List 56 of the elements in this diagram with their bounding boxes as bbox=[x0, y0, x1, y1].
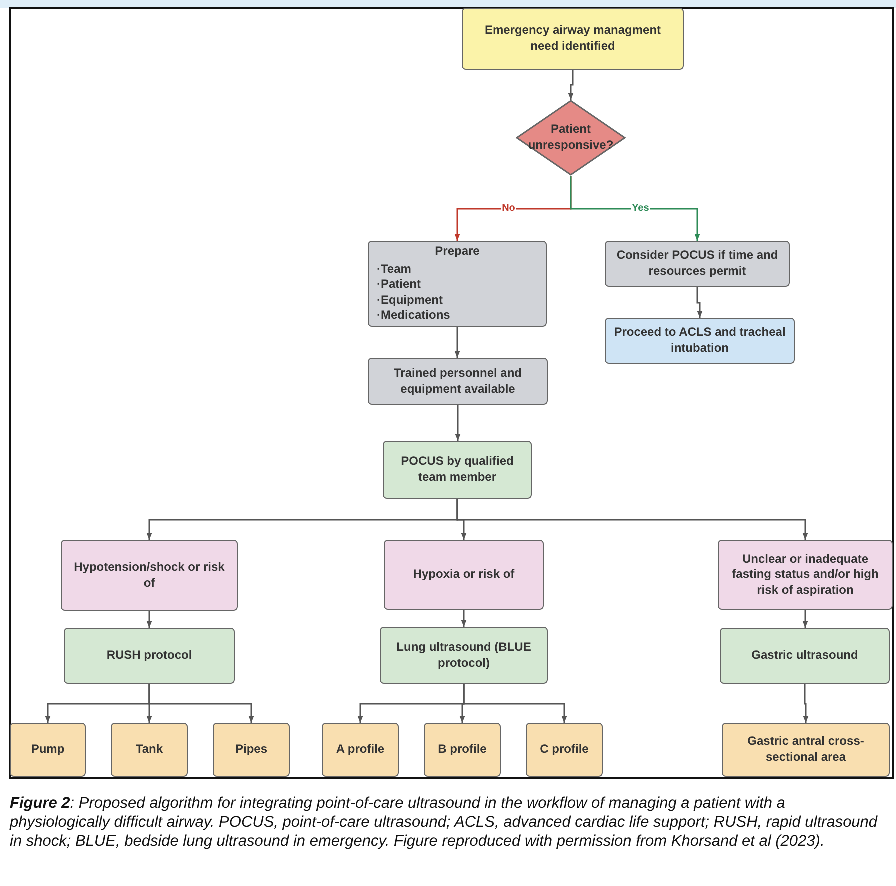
result-box bbox=[722, 723, 890, 777]
arrow bbox=[570, 176, 700, 241]
arrow bbox=[463, 684, 568, 723]
list-item: ·Team bbox=[377, 262, 412, 278]
box-label: POCUS by qualified team member bbox=[400, 454, 515, 486]
condition-box bbox=[718, 540, 893, 610]
process-box bbox=[368, 358, 548, 405]
arrow bbox=[456, 499, 808, 540]
arrow bbox=[803, 684, 809, 723]
figure-caption: Figure 2: Proposed algorithm for integrating point-of-care ultrasound in the workflow of managing a patient with a physiologically difficult airway. POCUS, point-of-care ultrasound; ACLS, advanced cardiac life support; RUSH, rapid ultrasound in shock; BLUE, bedside lung ultrasound in emergency. Figure reproduced with permission from Khorsand et al (2023). bbox=[10, 794, 879, 851]
process-box bbox=[380, 627, 548, 684]
process-box bbox=[720, 628, 890, 684]
process-box bbox=[368, 241, 547, 327]
box-label: Hypotension/shock or risk of bbox=[73, 560, 226, 592]
arrow bbox=[696, 287, 703, 318]
outcome-box bbox=[605, 318, 795, 364]
box-label: Trained personnel and equipment available bbox=[392, 366, 524, 398]
result-box bbox=[322, 723, 399, 777]
arrow bbox=[455, 405, 461, 441]
arrow bbox=[454, 327, 460, 358]
result-box bbox=[424, 723, 501, 777]
start-box bbox=[462, 8, 684, 70]
result-box bbox=[526, 723, 603, 777]
result-box bbox=[10, 723, 86, 777]
box-label: RUSH protocol bbox=[106, 648, 192, 664]
list-item: ·Patient bbox=[377, 277, 422, 293]
box-label: Emergency airway managment need identified bbox=[484, 23, 662, 55]
box-label: Proceed to ACLS and tracheal intubation bbox=[614, 325, 786, 357]
box-label: A profile bbox=[336, 742, 385, 758]
box-label: B profile bbox=[438, 742, 487, 758]
process-box bbox=[64, 628, 235, 684]
box-label: Patient unresponsive? bbox=[528, 122, 614, 154]
box-label: C profile bbox=[540, 742, 589, 758]
box-label: Gastric antral cross-sectional area bbox=[746, 734, 866, 766]
box-label: Consider POCUS if time and resources permit bbox=[616, 248, 780, 280]
box-label: Gastric ultrasound bbox=[752, 648, 858, 664]
result-box bbox=[213, 723, 290, 777]
box-label: Pipes bbox=[235, 742, 268, 758]
box-label: Lung ultrasound (BLUE protocol) bbox=[396, 640, 532, 672]
process-box bbox=[383, 441, 532, 499]
condition-box bbox=[61, 540, 238, 611]
box-label: Hypoxia or risk of bbox=[413, 567, 515, 583]
arrow bbox=[148, 684, 254, 723]
arrow bbox=[802, 610, 808, 628]
condition-box bbox=[384, 540, 544, 610]
arrow bbox=[146, 611, 152, 628]
box-label: Tank bbox=[136, 742, 164, 758]
box-label: Pump bbox=[31, 742, 65, 758]
result-box bbox=[111, 723, 188, 777]
list-item: ·Medications bbox=[377, 308, 452, 324]
process-box bbox=[605, 241, 790, 287]
arrow bbox=[568, 70, 574, 100]
box-label: Unclear or inadequate fasting status and/or high risk of aspiration bbox=[731, 552, 880, 598]
arrow bbox=[461, 610, 467, 627]
box-heading: Prepare bbox=[434, 244, 481, 260]
list-item: ·Equipment bbox=[377, 292, 444, 308]
